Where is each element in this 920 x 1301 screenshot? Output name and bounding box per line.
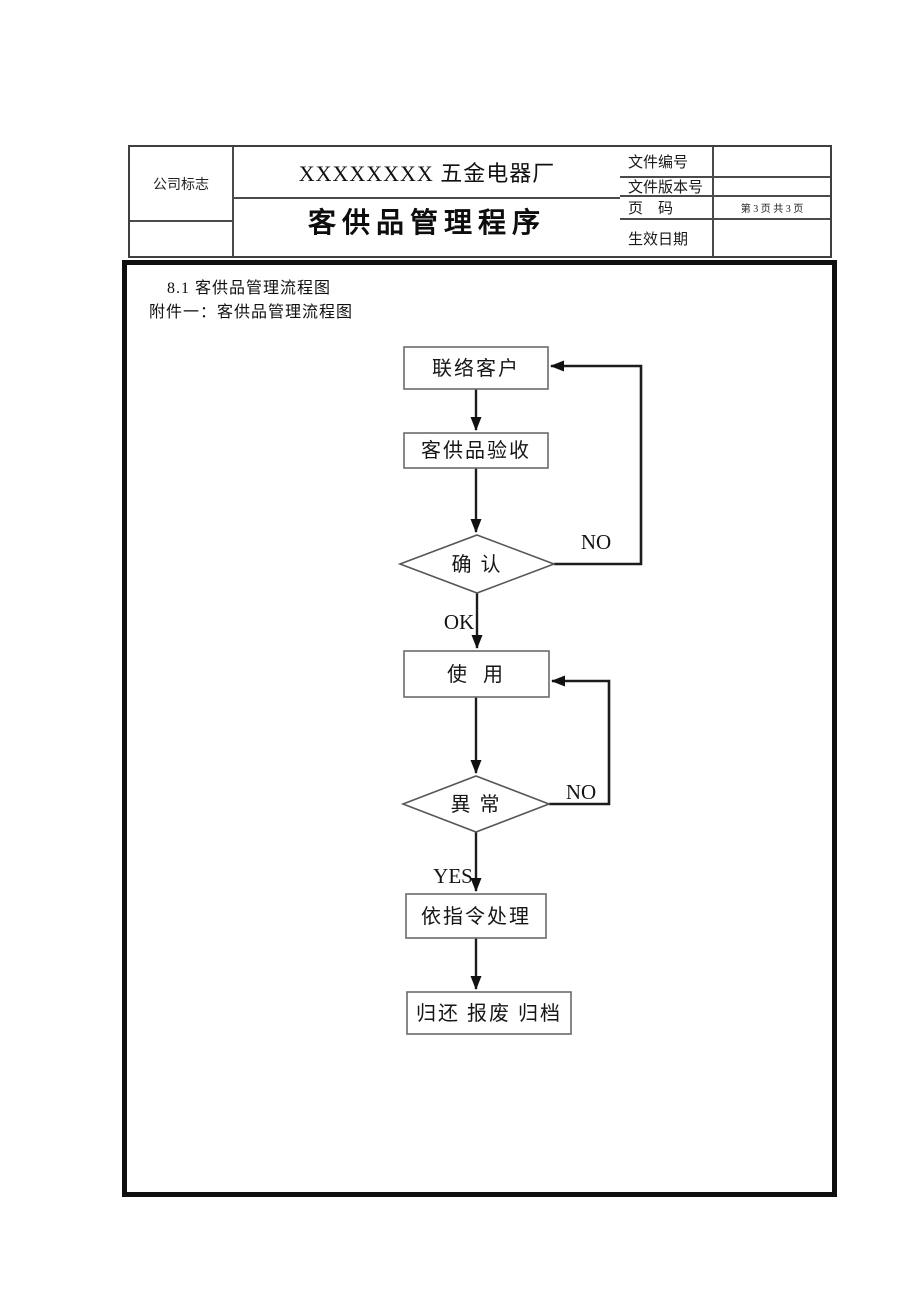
node-confirm-label: 确 认 bbox=[452, 553, 503, 576]
node-return-scrap-archive-label: 归还 报废 归档 bbox=[416, 1002, 562, 1025]
company-name: XXXXXXXX 五金电器厂 bbox=[234, 147, 620, 199]
header-table: 公司标志 XXXXXXXX 五金电器厂 客供品管理程序 文件编号 文件版本号 页… bbox=[128, 145, 832, 258]
node-handle-per-instruction-label: 依指令处理 bbox=[421, 905, 531, 928]
field-value-page-number: 第 3 页 共 3 页 bbox=[714, 197, 830, 220]
field-label-page-number: 页 码 bbox=[620, 197, 714, 220]
node-abnormal-decision bbox=[400, 775, 552, 833]
content-box: 8.1 客供品管理流程图 附件一：客供品管理流程图 联络客户 客供品验收 bbox=[122, 260, 837, 1197]
company-logo-cell: 公司标志 bbox=[130, 147, 234, 222]
node-abnormal-label: 異 常 bbox=[451, 793, 502, 816]
node-handle-per-instruction bbox=[405, 893, 547, 939]
document-title: 客供品管理程序 bbox=[307, 207, 546, 238]
node-use-label: 使 用 bbox=[447, 663, 505, 686]
field-value-doc-version bbox=[714, 178, 830, 197]
node-use bbox=[403, 650, 550, 698]
field-label-effective-date: 生效日期 bbox=[620, 220, 714, 256]
label-confirm-ok: OK bbox=[444, 610, 474, 634]
node-confirm-decision bbox=[397, 534, 557, 594]
field-label-doc-version: 文件版本号 bbox=[620, 178, 714, 197]
section-heading: 8.1 客供品管理流程图 bbox=[167, 280, 332, 297]
logo-empty-cell bbox=[130, 222, 234, 256]
node-acceptance-label: 客供品验收 bbox=[421, 439, 531, 462]
label-confirm-no: NO bbox=[581, 530, 611, 554]
node-contact-customer bbox=[403, 346, 549, 390]
edge-abnormal-no-loop bbox=[549, 675, 611, 806]
node-acceptance bbox=[403, 432, 549, 469]
field-value-doc-number bbox=[714, 147, 830, 178]
label-abnormal-yes: YES bbox=[433, 864, 473, 888]
node-return-scrap-archive bbox=[406, 991, 572, 1035]
field-label-doc-number: 文件编号 bbox=[620, 147, 714, 178]
node-contact-customer-label: 联络客户 bbox=[432, 357, 520, 380]
label-abnormal-no: NO bbox=[566, 780, 596, 804]
field-value-effective-date bbox=[714, 220, 830, 256]
attachment-line: 附件一：客供品管理流程图 bbox=[149, 304, 354, 321]
edge-confirm-no-loop bbox=[550, 360, 643, 566]
flowchart: 联络客户 客供品验收 确 认 使 用 異 常 依指令处理 归还 报废 归档 NO… bbox=[397, 346, 643, 1035]
